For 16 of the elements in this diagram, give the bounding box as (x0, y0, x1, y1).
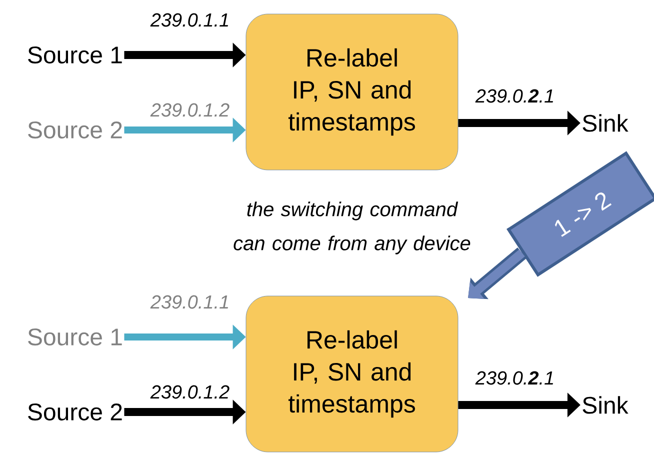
source-label: Source 1 (28, 328, 122, 346)
edge-label: 239.0.1.1 (150, 295, 228, 309)
note-text: the switching command can come from any device (234, 202, 470, 254)
edge-label: 239.0.2.1 (475, 371, 553, 385)
process-box: Re-label IP, SN and timestamps (246, 296, 458, 452)
source-label: Source 2 (28, 404, 122, 420)
edge-label: 239.0.1.2 (150, 385, 230, 399)
sink-label: Sink (582, 114, 628, 132)
source-label: Source 1 (28, 46, 122, 64)
source-label: Source 2 (28, 122, 122, 138)
callout-pointer (468, 248, 527, 300)
edge-label: 239.0.1.2 (150, 103, 230, 117)
sink-label: Sink (582, 396, 628, 414)
edge-label: 239.0.2.1 (475, 89, 553, 103)
edge-label: 239.0.1.1 (150, 13, 228, 27)
process-box: Re-label IP, SN and timestamps (246, 14, 458, 170)
